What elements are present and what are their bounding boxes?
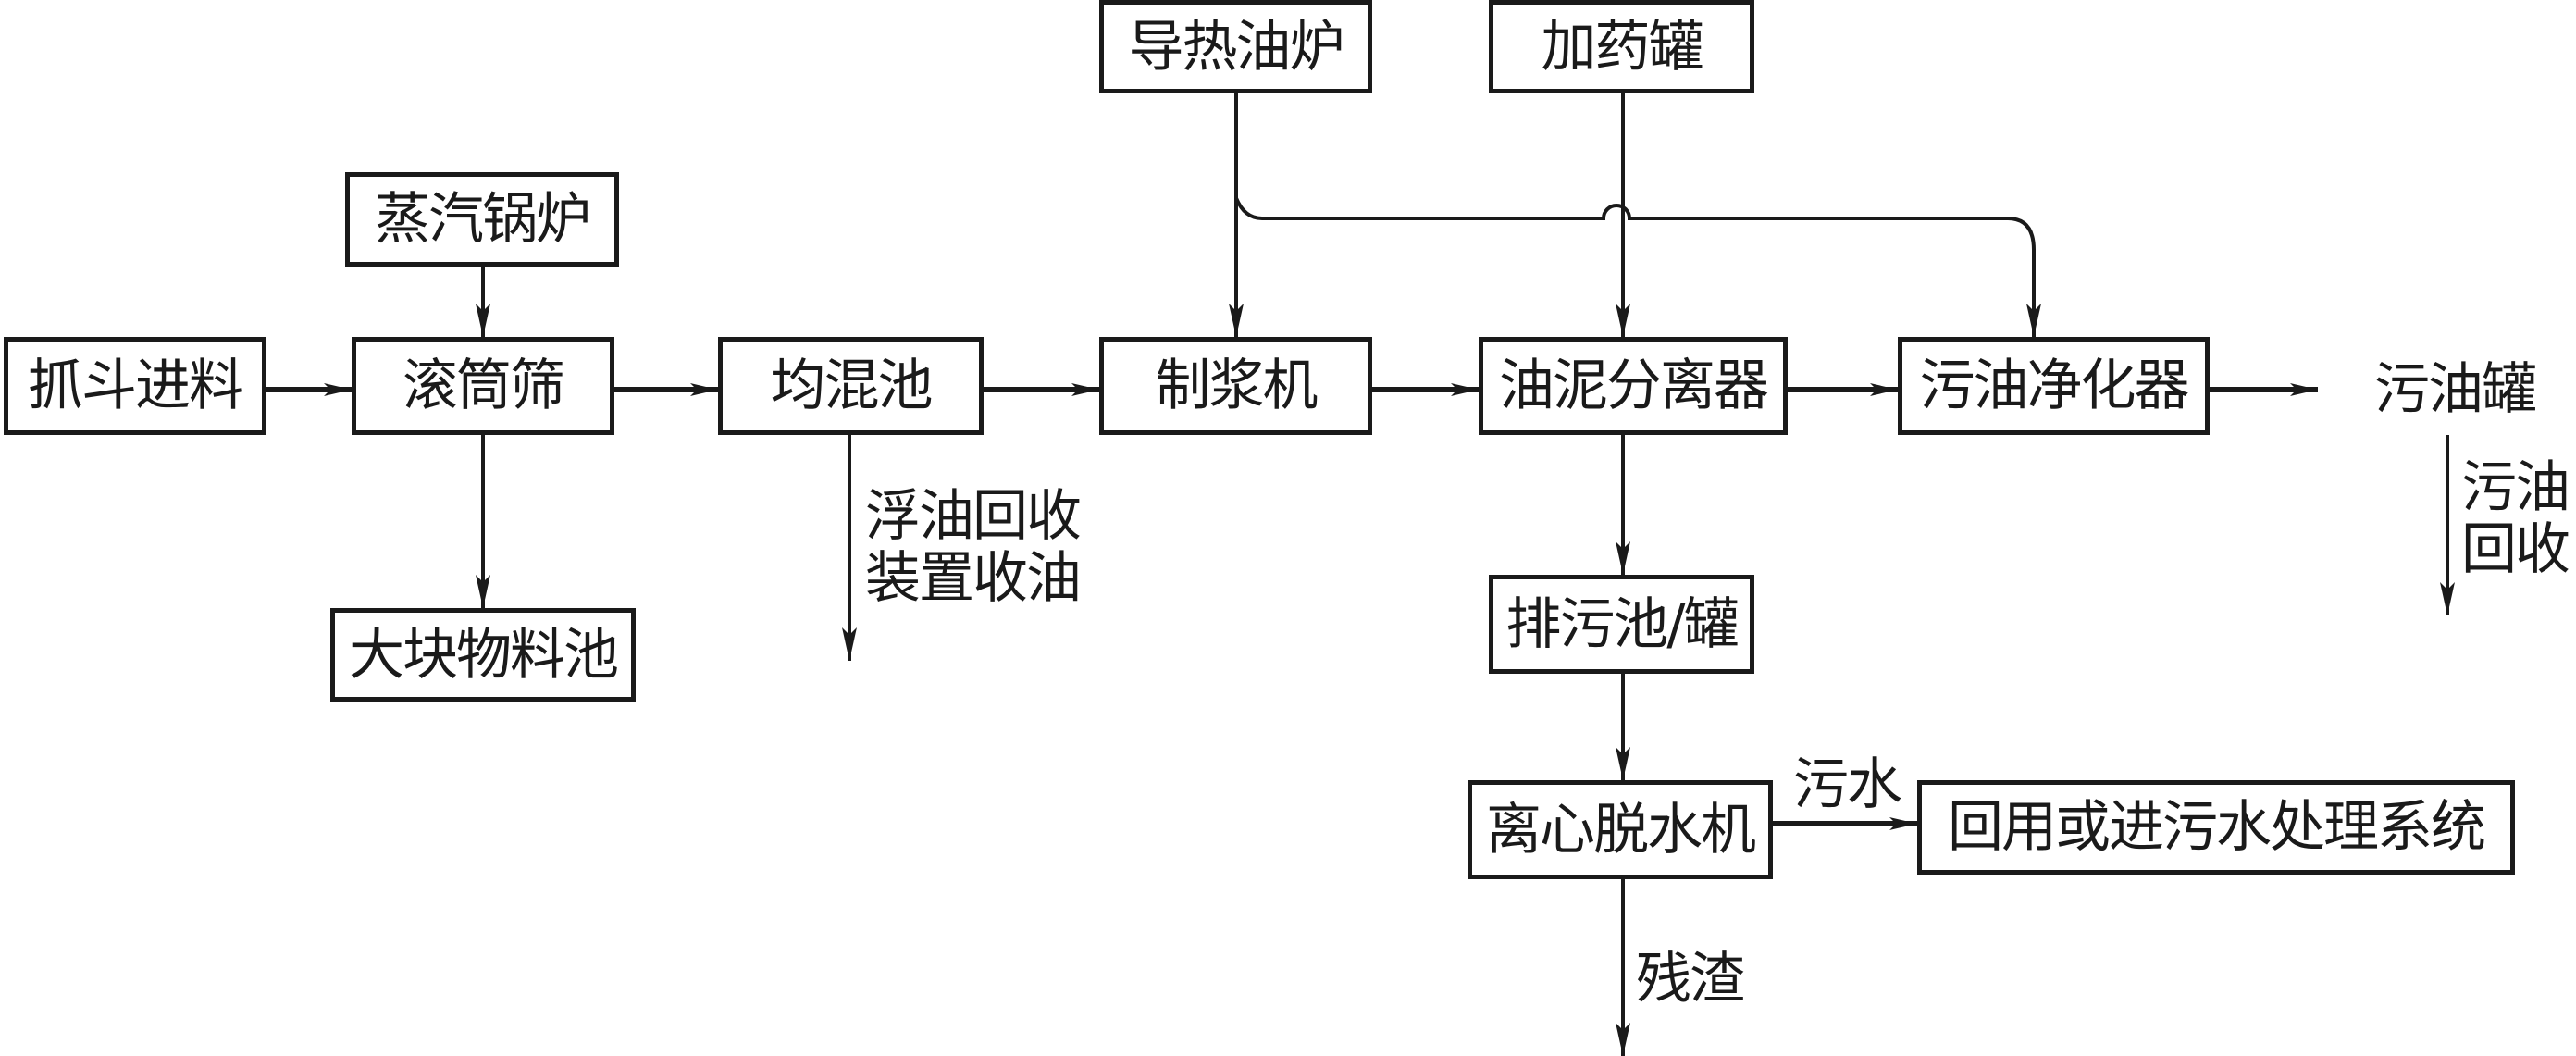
node-label: 制浆机 (1155, 354, 1319, 418)
node-label: 均混池 (770, 354, 934, 418)
node-label: 排污池/罐 (1505, 591, 1739, 657)
node-label: 大块物料池 (349, 622, 619, 688)
label-line: 污油 (2461, 455, 2570, 520)
node-label: 回用或进污水处理系统 (1948, 795, 2486, 860)
node-label: 加药罐 (1541, 14, 1704, 80)
node-label: 离心脱水机 (1486, 797, 1756, 863)
node-label: 油泥分离器 (1499, 354, 1769, 418)
arrow-thermal-oil-to-purifier (1234, 197, 2041, 337)
node-label: 滚筒筛 (402, 354, 565, 418)
node-label: 导热油炉 (1128, 14, 1345, 80)
label-float-oil-recovery: 浮油回收 装置收油 (865, 484, 1082, 612)
node-pulper: 制浆机 (1099, 337, 1372, 435)
node-reuse-or-wastewater-system: 回用或进污水处理系统 (1917, 780, 2515, 875)
node-oil-sludge-separator: 油泥分离器 (1479, 337, 1788, 435)
node-label: 蒸汽锅炉 (375, 187, 591, 252)
node-bulk-material-pool: 大块物料池 (330, 608, 636, 702)
node-mixing-tank: 均混池 (718, 337, 984, 435)
label-wastewater: 污水 (1793, 752, 1902, 817)
node-dosing-tank: 加药罐 (1489, 0, 1754, 93)
label-line: 回收 (2461, 517, 2570, 583)
node-waste-oil-purifier: 污油净化器 (1898, 337, 2210, 435)
label-waste-oil-recovery: 污油 回收 (2461, 455, 2570, 583)
label-line: 装置收油 (865, 546, 1082, 612)
label-residue: 残渣 (1636, 947, 1745, 1012)
node-label: 污油净化器 (1919, 354, 2190, 418)
node-thermal-oil-furnace: 导热油炉 (1099, 0, 1372, 93)
label-line: 浮油回收 (865, 484, 1082, 549)
node-grab-feed: 抓斗进料 (4, 337, 266, 435)
node-centrifugal-dewaterer: 离心脱水机 (1468, 780, 1773, 879)
node-steam-boiler: 蒸汽锅炉 (345, 172, 619, 267)
node-sewage-tank: 排污池/罐 (1489, 575, 1754, 674)
node-label: 抓斗进料 (28, 354, 244, 418)
node-waste-oil-tank: 污油罐 (2374, 357, 2537, 422)
node-drum-screen: 滚筒筛 (352, 337, 614, 435)
